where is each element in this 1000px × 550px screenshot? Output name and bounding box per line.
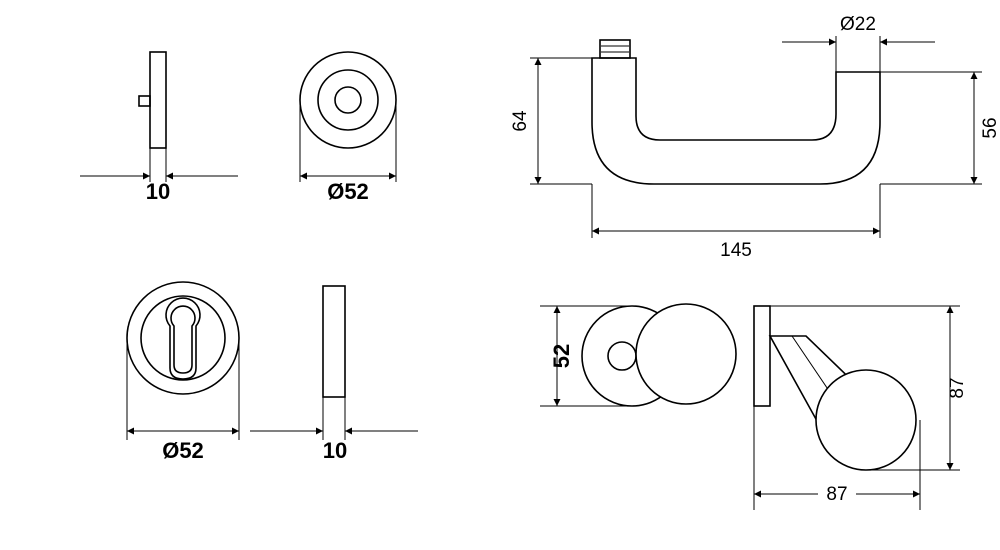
lever-diameter-label: Ø22	[840, 14, 876, 35]
lever-spindle-cap	[599, 39, 631, 59]
knob-spindle-circle	[607, 341, 637, 371]
lever-height-total-label: 64	[510, 110, 531, 132]
knob-front-view: 52	[540, 303, 737, 407]
rose-side-width-label: 10	[146, 179, 170, 204]
lever-height-inner-label: 56	[980, 117, 1000, 138]
rose-diameter-label: Ø52	[327, 179, 369, 204]
rose-side-plate	[149, 51, 167, 149]
escutcheon-side-view: 10	[250, 285, 418, 463]
lever-length-label: 145	[720, 240, 752, 261]
escutcheon-diameter-label: Ø52	[162, 438, 204, 463]
escutcheon-inner-circle	[140, 295, 226, 381]
knob-ball-front	[635, 303, 737, 405]
rose-inner-circle	[334, 86, 362, 114]
knob-side-view: 87 87	[753, 305, 968, 510]
knob-ball-side	[815, 369, 917, 471]
knob-side-rose	[753, 305, 771, 407]
rose-front-view: Ø52	[299, 51, 397, 204]
escutcheon-side-plate	[322, 285, 346, 398]
knob-rose-height-label: 52	[549, 344, 574, 368]
rose-middle-circle	[317, 69, 379, 131]
knob-height-label: 87	[947, 377, 968, 398]
lever-handle-view: 64 56 Ø22 145	[510, 14, 1000, 261]
escutcheon-front-view: Ø52	[126, 281, 240, 463]
cylinder-keyhole-inner	[170, 305, 196, 374]
lever-body	[591, 57, 881, 185]
rose-side-pin	[138, 95, 151, 107]
rose-side-view: 10	[80, 51, 238, 204]
rose-outer-circle	[299, 51, 397, 149]
cylinder-keyhole-outer	[165, 297, 201, 380]
knob-projection-label: 87	[826, 484, 847, 505]
escutcheon-side-width-label: 10	[323, 438, 347, 463]
